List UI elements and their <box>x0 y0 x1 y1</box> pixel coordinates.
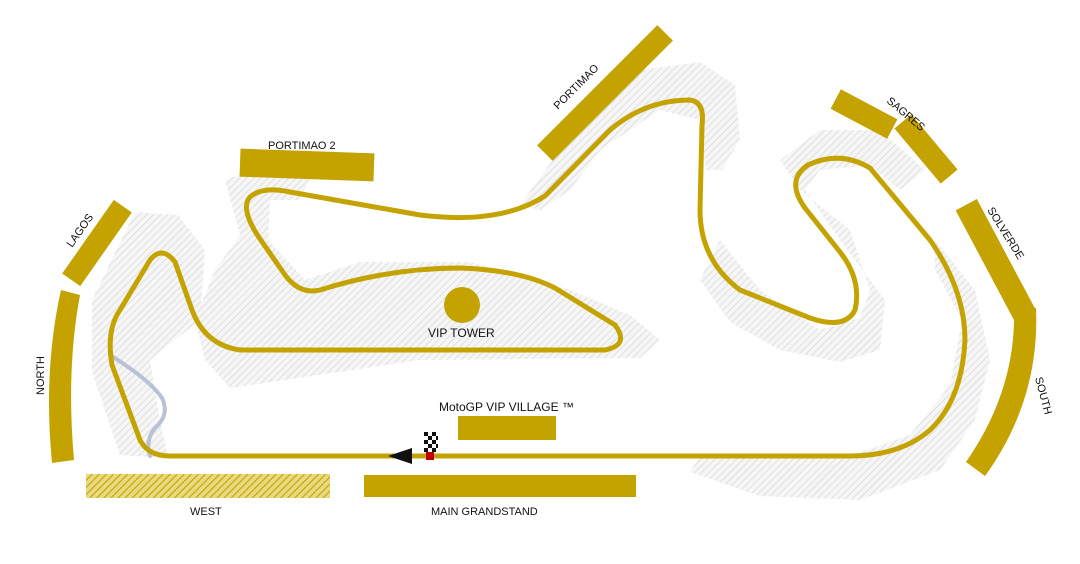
grandstand-portimao-2[interactable] <box>239 148 375 182</box>
label-south: SOUTH <box>1032 376 1054 416</box>
vip-tower-icon[interactable] <box>444 287 480 323</box>
grandstand-main[interactable] <box>364 475 636 497</box>
grandstand-sagres-2[interactable] <box>894 114 958 184</box>
vip-village-block[interactable] <box>458 416 556 440</box>
race-track <box>107 97 968 459</box>
label-portimao-2: PORTIMAO 2 <box>268 140 336 152</box>
runoff-area-infield <box>195 168 660 388</box>
grandstand-lagos[interactable] <box>62 199 132 287</box>
label-west: WEST <box>190 506 222 518</box>
label-main-grandstand: MAIN GRANDSTAND <box>431 506 538 518</box>
runoff-area-south <box>690 240 990 500</box>
runoff-area-esses <box>700 130 925 362</box>
grandstand-west[interactable] <box>86 474 330 498</box>
grandstand-north[interactable] <box>49 290 80 463</box>
label-vip-tower: VIP TOWER <box>428 326 495 340</box>
direction-arrow-icon <box>388 448 412 464</box>
grandstands <box>49 25 1037 498</box>
pit-lane <box>108 353 167 458</box>
grandstand-solverde[interactable] <box>955 199 1036 320</box>
grandstand-portimao[interactable] <box>537 25 673 161</box>
checkered-flag-icon <box>424 432 438 460</box>
grandstand-south[interactable] <box>966 308 1037 476</box>
label-north: NORTH <box>35 356 47 395</box>
grandstand-sagres[interactable] <box>830 89 898 139</box>
label-vip-village: MotoGP VIP VILLAGE ™ <box>439 400 574 414</box>
